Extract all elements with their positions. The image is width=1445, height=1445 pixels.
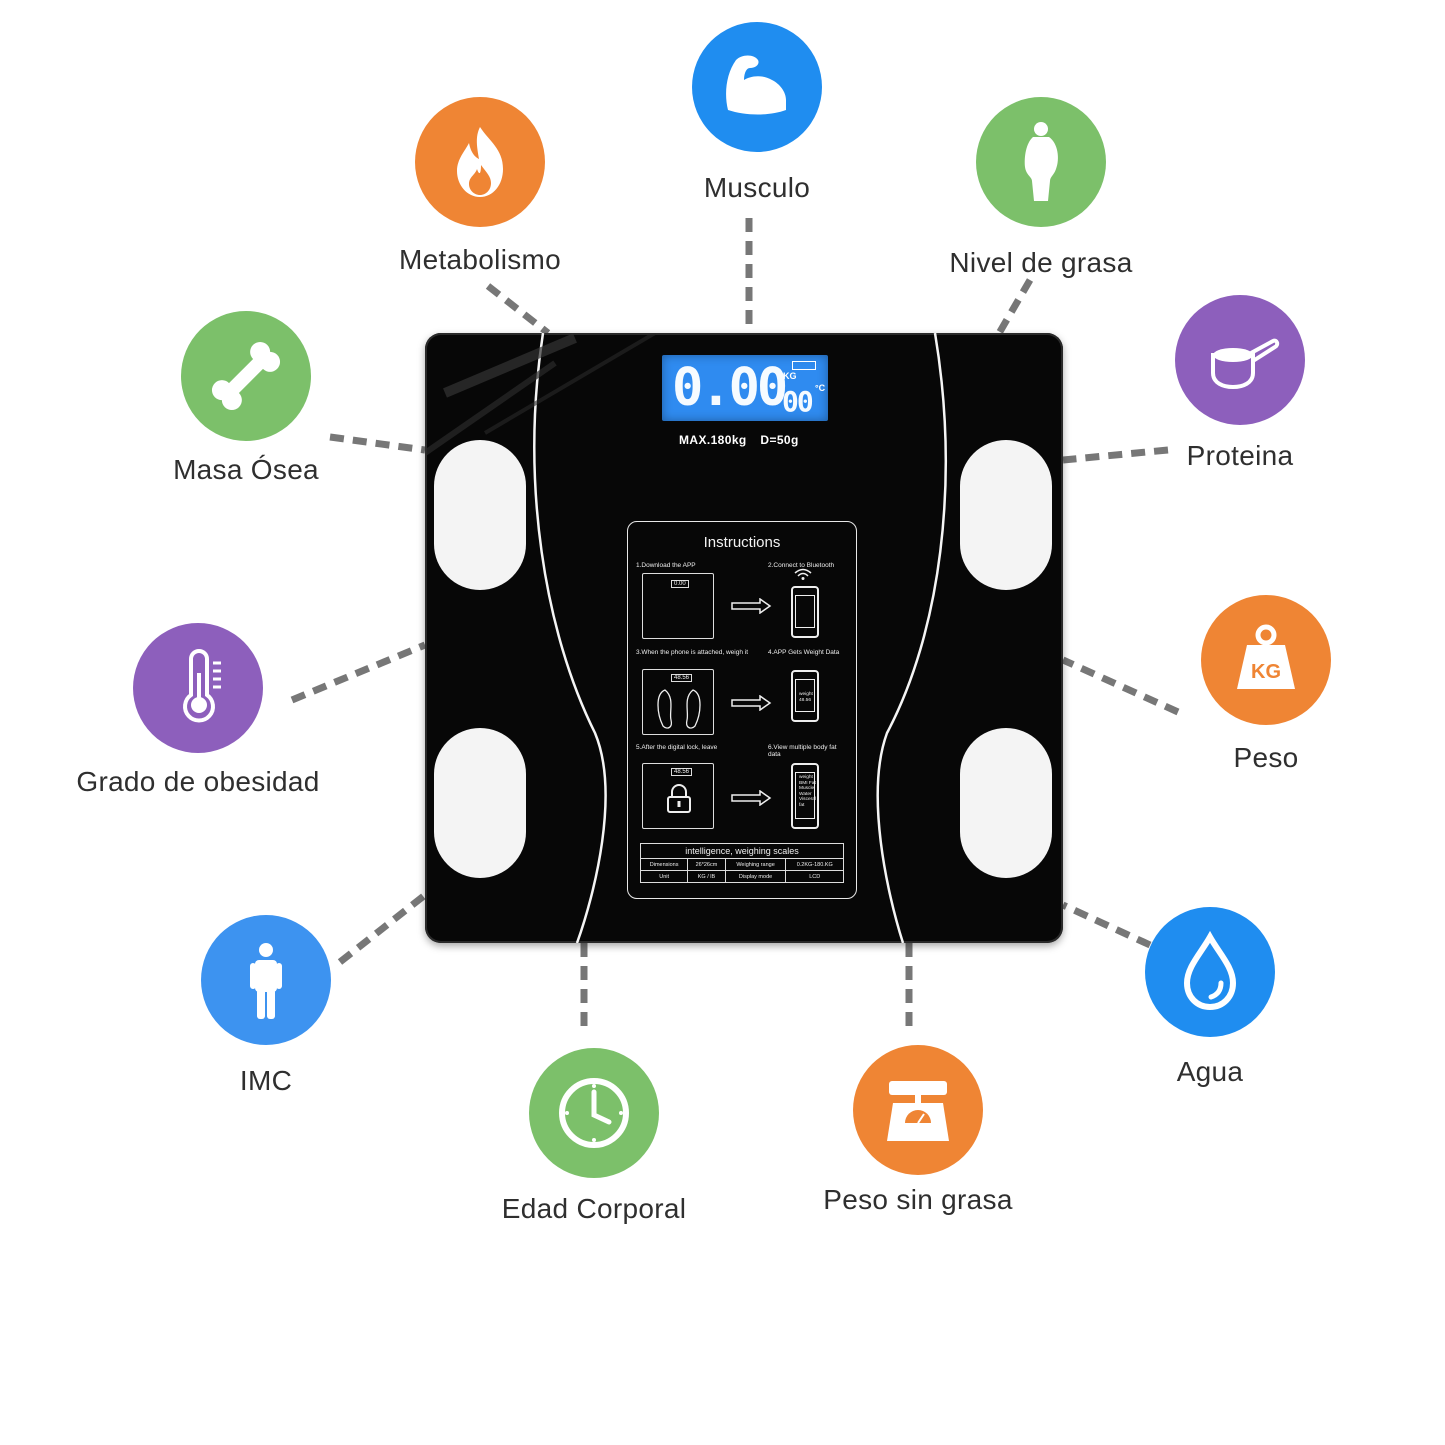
lock-icon [667,784,691,813]
feature-label: Nivel de grasa [949,247,1133,278]
spec-range-value: 0.2KG-180.KG [785,858,844,871]
scale-spec: MAX.180kg D=50g [679,433,799,447]
connector-peso [1061,656,1180,716]
water-drop-icon [1145,907,1275,1037]
step-1-screen: 0.00 [671,580,689,588]
bicep-icon [692,22,822,152]
svg-text:KG: KG [1251,661,1281,683]
instructions-title: Instructions [703,534,781,551]
connector-agua [1061,901,1152,949]
instruction-step-1: 1.Download the APP [636,562,696,569]
step-1-scale-box: 0.00 [642,573,714,639]
spec-table-title: intelligence, weighing scales [640,843,844,859]
phone-weight-icon: weight 48.56 [791,670,819,722]
phone-data-icon: weight BMI Fat Muscle Water Visceral fat [791,763,819,829]
connector-imc [337,892,428,965]
phone-data-list: weight BMI Fat Muscle Water Visceral fat [799,775,816,808]
electrode-pad-bottom-right [960,728,1052,878]
flame-icon [415,97,545,227]
kg-weight-icon: KG [1201,595,1331,725]
spec-dimensions-value: 26*26cm [687,858,726,871]
instructions-panel: Instructions 1.Download the APP 2.Connec… [627,521,857,899]
step-5-scale-box: 48.56 [642,763,714,829]
spec-table: intelligence, weighing scales Dimensions… [639,843,844,883]
lcd-temp-unit: °C [815,383,826,393]
spec-unit-value: KG / lB [687,870,726,883]
scale-curves [425,333,947,943]
feature-label: Grado de obesidad [76,766,320,797]
feature-label: Agua [1176,1056,1244,1087]
thermometer-icon [133,623,263,753]
connector-metabolismo [485,283,551,336]
phone-weight-text: weight 48.56 [799,692,813,703]
lcd-unit: KG [783,371,797,381]
feature-label: Musculo [703,172,811,203]
lcd-weight-value: 0.00 [672,358,788,418]
electrode-pad-bottom-left [434,728,526,878]
connector-proteina [1062,446,1169,464]
connector-grado-de-obesidad [290,641,427,704]
arrow-icon [731,790,772,806]
bone-icon [181,311,311,441]
connector-nivel-de-grasa [994,278,1034,337]
spec-display-value: LCD [785,870,844,883]
step-5-screen: 48.56 [671,768,693,776]
person-icon [201,915,331,1045]
electrode-pad-top-left [434,440,526,590]
instruction-step-4: 4.APP Gets Weight Data [768,649,840,656]
clock-icon [529,1048,659,1178]
feature-label: Masa Ósea [173,454,319,485]
battery-icon [792,361,816,370]
step-3-scale-box: 48.56 [642,669,714,735]
feature-label: Metabolismo [398,244,562,275]
scale-max: MAX.180kg [679,433,747,447]
lcd-display: 0.00 KG 00 °C [662,355,828,421]
step-3-screen: 48.56 [671,674,693,682]
instruction-step-6: 6.View multiple body fat data [768,744,837,758]
scale-division: D=50g [760,433,799,447]
feature-label: Peso sin grasa [823,1184,1013,1215]
feature-label: IMC [239,1065,293,1096]
bluetooth-wifi-icon [794,568,812,580]
electrode-pad-top-right [960,440,1052,590]
feature-label: Peso [1233,742,1299,773]
instruction-step-2: 2.Connect to Bluetooth [768,562,835,569]
measuring-scoop-icon [1175,295,1305,425]
body-silhouette-icon [976,97,1106,227]
spec-range-label: Weighing range [724,858,787,871]
instruction-step-5: 5.After the digital lock, leave [636,744,718,751]
instruction-step-3: 3.When the phone is attached, weigh it [636,649,749,656]
smart-scale: 0.00 KG 00 °C MAX.180kg D=50g Instructio… [425,333,1063,943]
connector-masa-osea [329,433,426,454]
spec-display-label: Display mode [724,870,787,883]
arrow-icon [731,598,772,614]
feature-label: Edad Corporal [501,1193,687,1224]
spec-dimensions-label: Dimensions [639,858,689,871]
feet-icon [657,689,701,729]
spec-unit-label: Unit [639,870,689,883]
arrow-icon [731,695,772,711]
lcd-secondary-value: 00 [782,385,814,418]
kitchen-scale-icon [853,1045,983,1175]
feature-label: Proteina [1186,440,1294,471]
phone-icon [791,586,819,638]
